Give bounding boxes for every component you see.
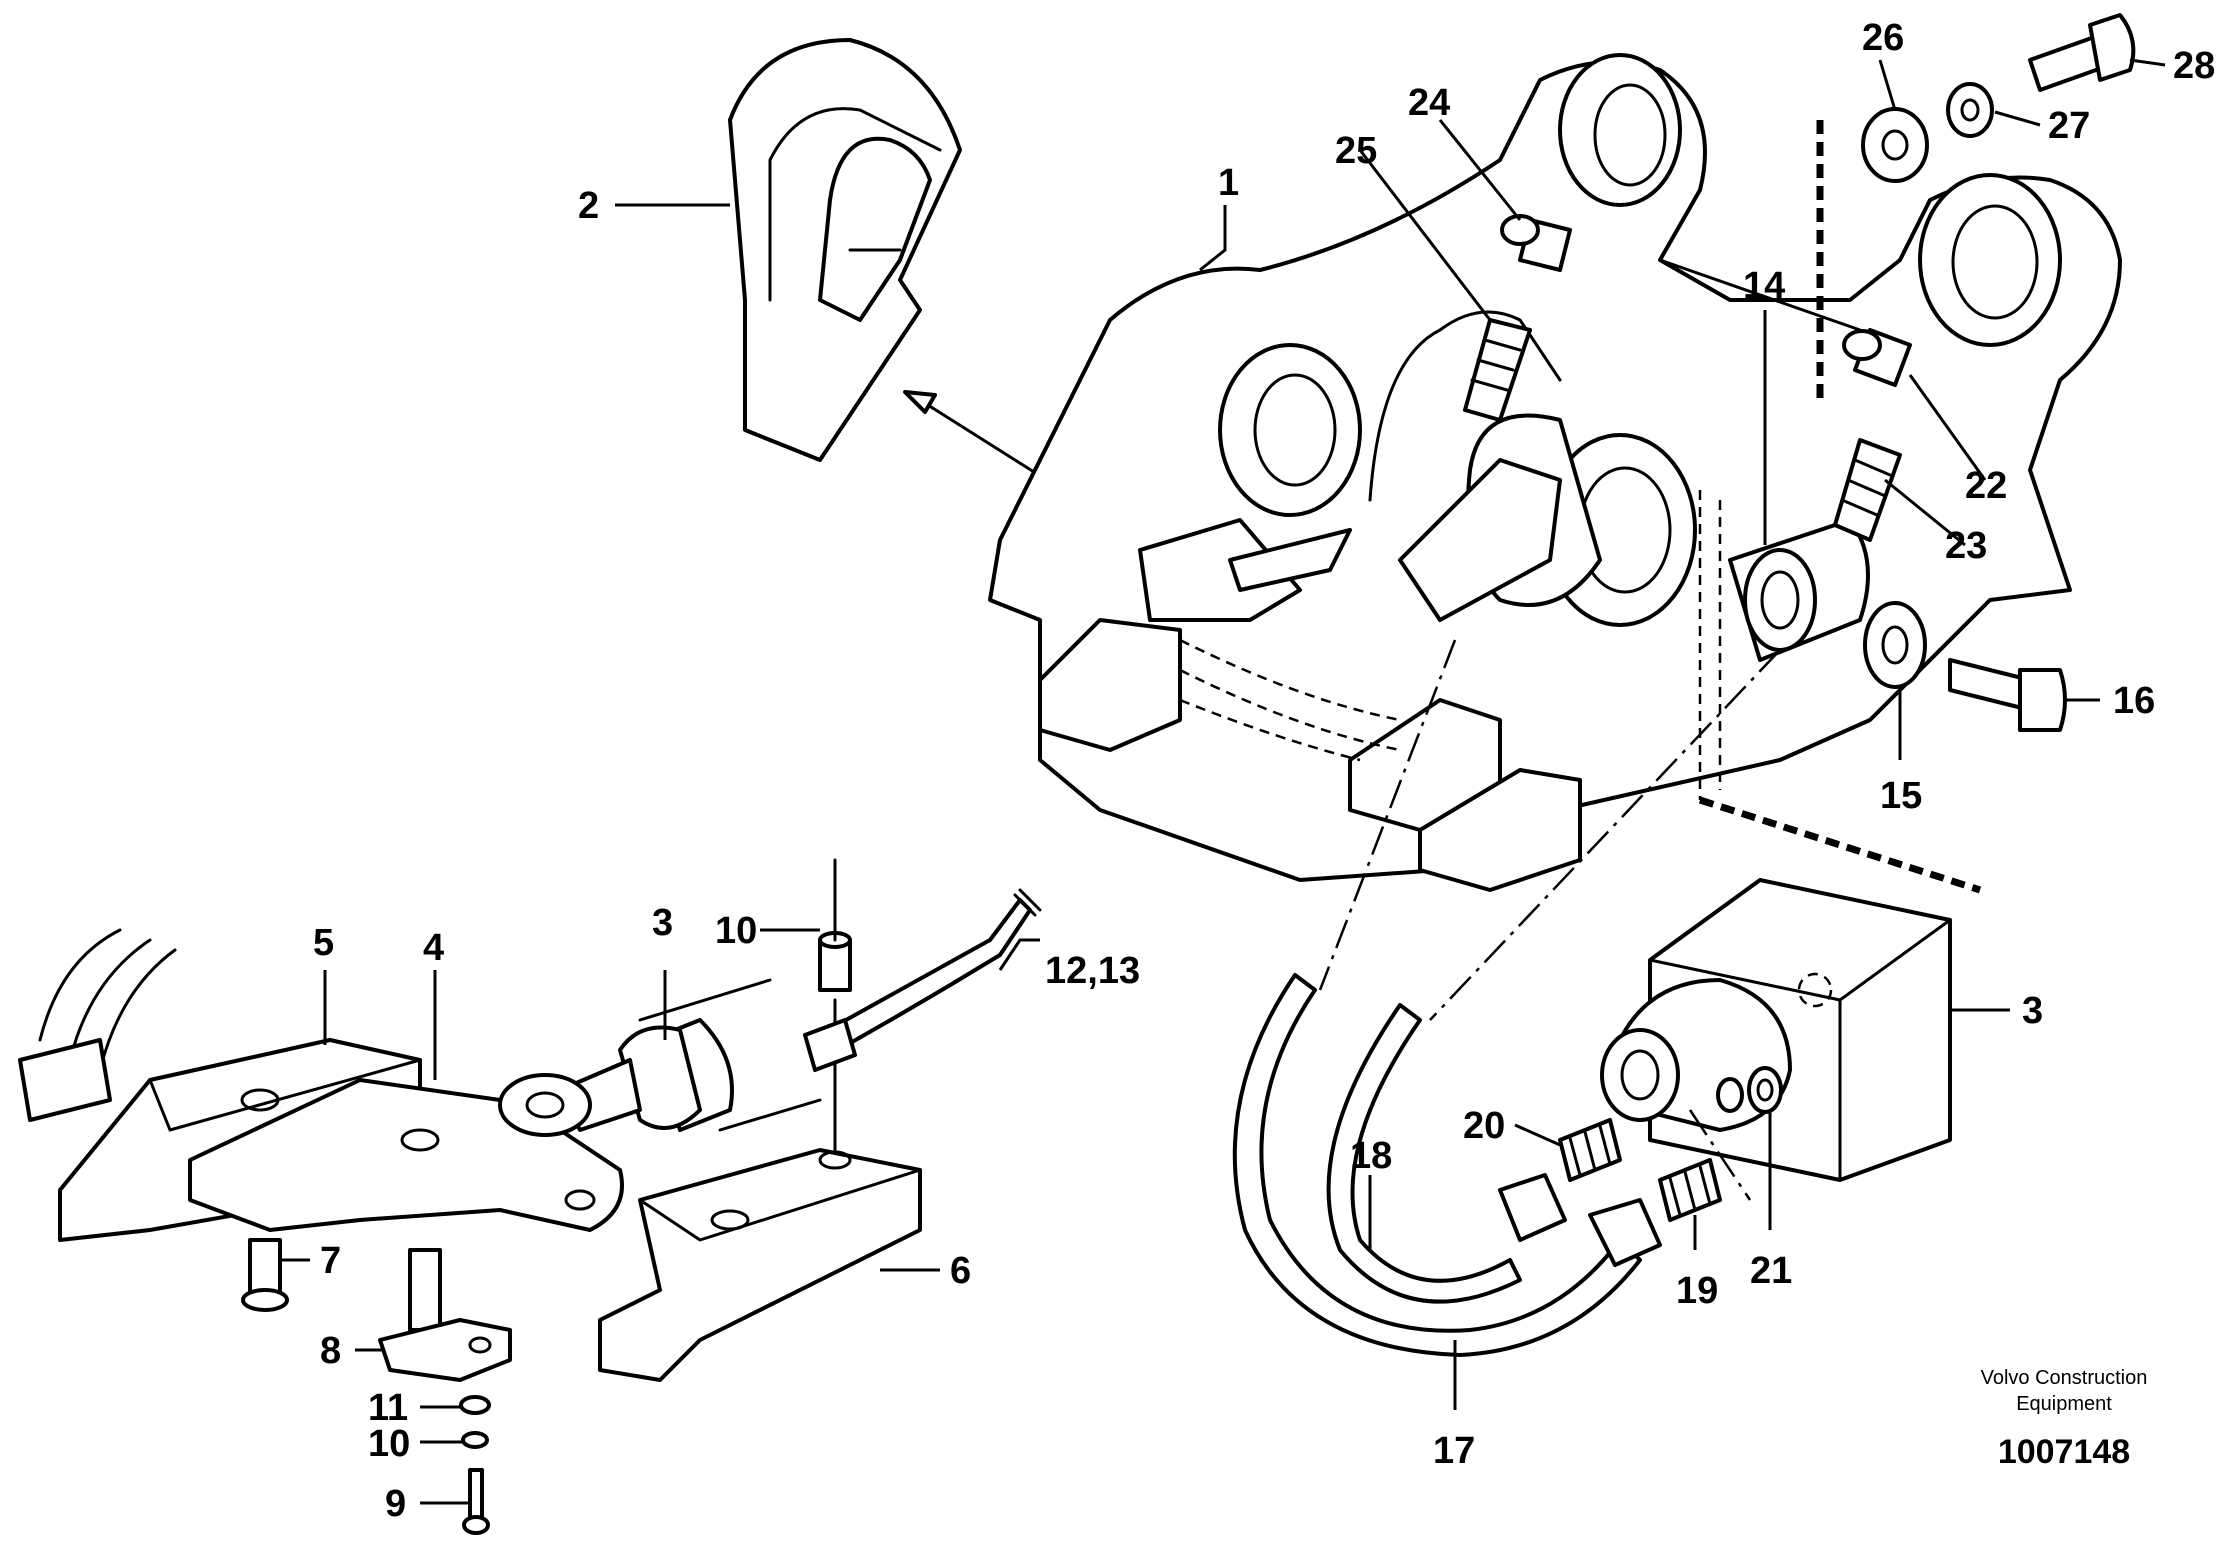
callout-10-top: 10: [715, 910, 757, 952]
callout-26: 26: [1862, 17, 1904, 59]
part-26-washer: [1861, 107, 1929, 183]
callout-3-right: 3: [2022, 990, 2043, 1032]
part-12-13-grease-line: [803, 888, 1042, 1072]
part-10-sleeve-top: [818, 931, 852, 992]
part-27-lock-washer: [1946, 82, 1994, 138]
part-15-washer: [1863, 601, 1927, 689]
callout-23: 23: [1945, 525, 1987, 567]
callout-1: 1: [1218, 162, 1239, 204]
callout-10-bottom: 10: [368, 1423, 410, 1465]
part-22-elbow-fitting: [1842, 328, 1912, 387]
part-24-elbow-fitting: [1500, 214, 1572, 272]
callout-17: 17: [1433, 1430, 1475, 1472]
brand-line-1: Volvo Construction: [1981, 1367, 2148, 1389]
callout-8: 8: [320, 1330, 341, 1372]
callout-7: 7: [320, 1240, 341, 1282]
part-16-bolt: [1948, 658, 2067, 732]
callout-12-13: 12,13: [1045, 950, 1140, 992]
part-23-straight-fitting: [1833, 438, 1902, 542]
callout-6: 6: [950, 1250, 971, 1292]
callout-leaders: [280, 58, 2166, 1505]
part-19-fitting: [1658, 1158, 1722, 1222]
part-21-seal-ring: [1747, 1066, 1783, 1114]
hose-routing-line-c: [1688, 1109, 1752, 1201]
part-20-fitting: [1558, 1118, 1622, 1182]
callout-4: 4: [423, 927, 444, 969]
part-10-washer-bottom: [461, 1431, 489, 1449]
hose-routing-line-a: [1318, 639, 1457, 991]
document-number: 1007148: [1998, 1433, 2130, 1471]
part-3-valve-block: [1600, 878, 1952, 1182]
callout-19: 19: [1676, 1270, 1718, 1312]
part-8-pin-plate: [378, 1248, 512, 1382]
callout-3-top: 3: [652, 902, 673, 944]
callout-20: 20: [1463, 1105, 1505, 1147]
part-25-straight-fitting: [1463, 318, 1532, 422]
part-3-lock-cylinder-left: [498, 978, 822, 1137]
arrow-head: [903, 390, 937, 414]
part-1-coupler-frame: [988, 53, 2122, 894]
callout-28: 28: [2173, 45, 2215, 87]
callout-2: 2: [578, 185, 599, 227]
callout-11: 11: [368, 1387, 408, 1429]
callout-27: 27: [2048, 105, 2090, 147]
part-28-bolt: [2028, 13, 2136, 92]
callout-24: 24: [1408, 82, 1450, 124]
brand-line-2: Equipment: [2016, 1393, 2112, 1415]
callout-5: 5: [313, 922, 334, 964]
part-2-wear-plate: [728, 38, 962, 462]
part-6-hook-block: [598, 1148, 922, 1382]
part-9-bolt: [462, 1468, 490, 1535]
callout-21: 21: [1750, 1250, 1792, 1292]
callout-labels: 1 2 3 3 4 5 6 7 8 9 10 10 11 12,13 14 15…: [313, 17, 2215, 1525]
callout-22: 22: [1965, 465, 2007, 507]
callout-15: 15: [1880, 775, 1922, 817]
part-18-hose: [1326, 1003, 1567, 1304]
callout-16: 16: [2113, 680, 2155, 722]
hose-routing-line-b: [1429, 649, 1781, 1021]
callout-9: 9: [385, 1483, 406, 1525]
callout-25: 25: [1335, 130, 1377, 172]
part-7-pin: [241, 1238, 289, 1312]
callout-14: 14: [1743, 265, 1785, 307]
part-11-washer: [459, 1395, 491, 1415]
part-17-hose: [1232, 973, 1662, 1357]
callout-18: 18: [1350, 1135, 1392, 1177]
